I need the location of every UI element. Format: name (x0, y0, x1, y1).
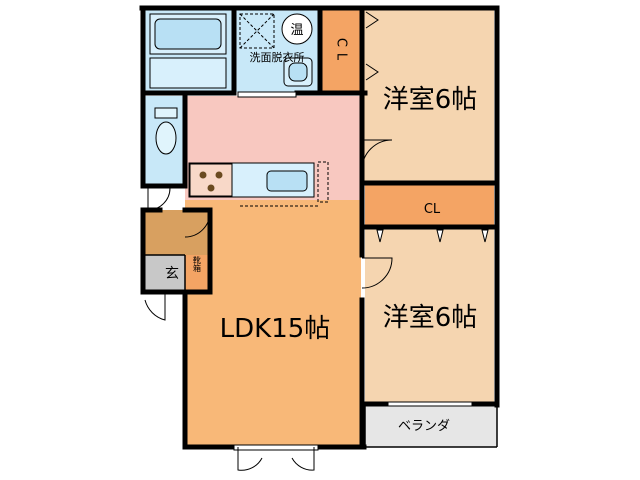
door-swings (144, 11, 393, 471)
washing-area (149, 57, 227, 89)
washer-pan-x2 (239, 13, 275, 49)
burner-icon (199, 171, 207, 179)
windows (233, 91, 473, 451)
washer-pan (239, 13, 275, 49)
walls (139, 5, 500, 450)
ldk-left-area (185, 290, 210, 447)
shoe-box-area (185, 255, 210, 290)
western-room-bottom-label: 洋室6帖 (383, 303, 478, 333)
closet-mid-label: CL (424, 202, 441, 217)
fridge-space (317, 161, 329, 203)
wash-basin-bowl (288, 62, 308, 82)
balcony-label: ベランダ (398, 419, 450, 434)
balcony-area (365, 405, 497, 447)
shoe-box-label: 靴箱 (193, 255, 202, 273)
washroom-label: 洗面脱衣所 (250, 50, 305, 64)
western-room-top-area (361, 10, 494, 182)
partition-lines (145, 254, 498, 448)
closet-door-marks (372, 227, 492, 243)
washer-pan-x1 (239, 13, 275, 49)
water-heater-icon (281, 13, 313, 45)
ldk-label: LDK15帖 (220, 314, 331, 344)
entrance-step-area (145, 210, 210, 255)
toilet-bowl (155, 121, 177, 155)
water-heater-label: 温 (290, 23, 303, 38)
kitchen-sink (266, 170, 308, 192)
closet-top-label: CL (334, 38, 349, 66)
western-room-top-label: 洋室6帖 (383, 85, 478, 115)
entrance-area (145, 255, 185, 290)
entrance-label: 玄 (165, 265, 179, 282)
ldk-area (210, 200, 361, 447)
burner-icon (215, 171, 223, 179)
bathtub-inner (154, 18, 222, 50)
closet-mid-area (365, 185, 494, 225)
western-room-bottom-area (365, 225, 494, 403)
burner-icon (207, 184, 215, 192)
closet-top-area (321, 10, 361, 92)
toilet-tank (154, 107, 178, 119)
